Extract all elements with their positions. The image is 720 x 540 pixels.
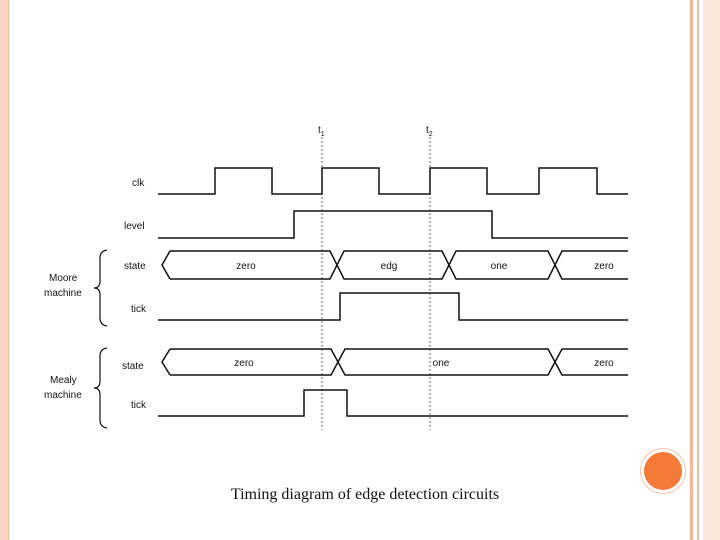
moore-state-edg: edg [381,261,398,272]
level-waveform [158,210,628,239]
right-border-stripe [690,0,693,540]
signal-label-level: level [124,221,145,232]
signal-label-moore-tick: tick [131,304,147,315]
marker-t1-label: t1 [318,125,325,138]
group-label-moore-line2: machine [44,288,82,299]
left-border-line [8,0,9,540]
decorative-dot [641,449,685,493]
group-label-mealy-line2: machine [44,390,82,401]
signal-label-moore-state: state [124,261,146,272]
mealy-state-zero: zero [234,358,254,369]
clk-waveform [158,167,628,195]
moore-brace [93,249,108,327]
moore-state-bus [161,250,628,280]
signal-label-clk: clk [132,178,145,189]
moore-tick-waveform [158,292,628,321]
moore-state-zero-2: zero [594,261,614,272]
mealy-brace [93,347,108,429]
mealy-state-one: one [433,358,450,369]
mealy-state-bus [161,348,628,376]
moore-state-one: one [491,261,508,272]
group-label-moore-line1: Moore [49,273,78,284]
right-border-band [703,0,720,540]
group-label-mealy-line1: Mealy [50,375,77,386]
diagram-caption: Timing diagram of edge detection circuit… [230,486,500,503]
mealy-tick-waveform [158,389,628,417]
left-border [0,0,8,540]
moore-state-zero: zero [236,261,256,272]
signal-label-mealy-state: state [122,361,144,372]
right-border-stripe [697,0,699,540]
signal-label-mealy-tick: tick [131,400,147,411]
marker-t2-label: t2 [426,125,433,138]
mealy-state-zero-2: zero [594,358,614,369]
